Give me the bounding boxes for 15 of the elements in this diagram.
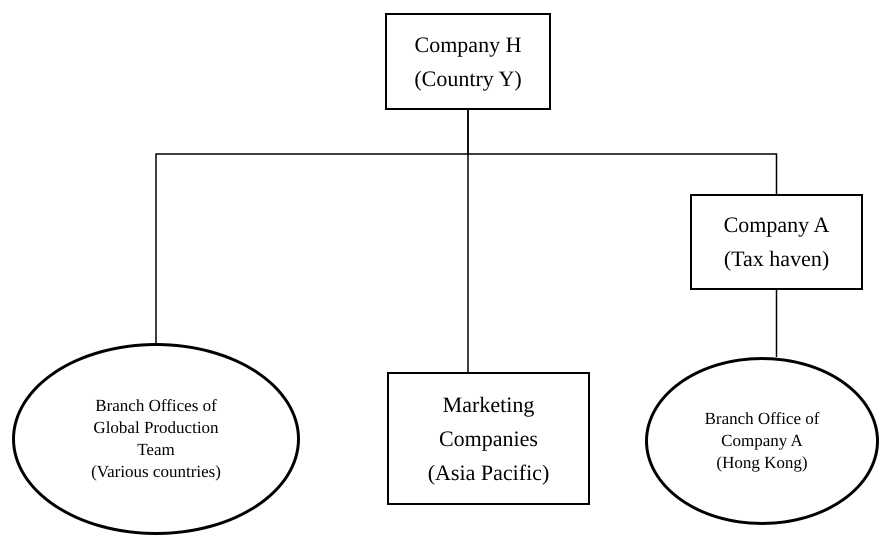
node-label: Company A	[724, 211, 830, 239]
connector-line	[776, 290, 778, 357]
node-label: (Hong Kong)	[716, 452, 808, 474]
org-box	[387, 372, 590, 505]
org-box	[385, 13, 551, 110]
node-label: (Various countries)	[91, 461, 221, 483]
node-label: Branch Offices of Global Production Team	[92, 395, 220, 461]
org-box	[690, 194, 863, 290]
connector-line	[467, 110, 778, 194]
node-label: (Tax haven)	[724, 245, 830, 273]
node-label: Company H	[414, 30, 522, 59]
node-label: (Country Y)	[414, 64, 522, 93]
node-label: (Asia Pacific)	[428, 458, 550, 487]
node-label: Marketing Companies	[438, 390, 539, 453]
node-label: Branch Office of Company A	[704, 408, 820, 452]
